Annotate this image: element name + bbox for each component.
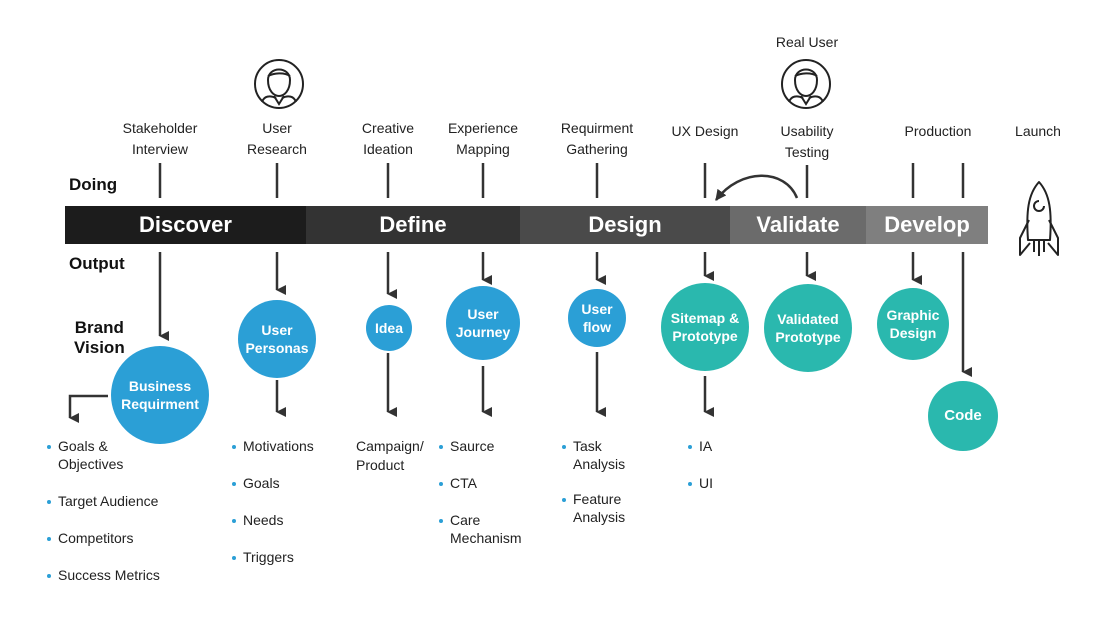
- user-avatar-icon: [254, 59, 304, 109]
- list-item: Goals: [232, 474, 314, 492]
- list-item: UI: [688, 474, 713, 492]
- real-user-label: Real User: [775, 34, 839, 50]
- stakeholder-interview-label: Stakeholder Interview: [122, 120, 198, 157]
- list-item: CTA: [439, 474, 522, 492]
- output-business-requirement-label: Business Requirment: [121, 378, 199, 412]
- production-label: Production: [904, 123, 972, 139]
- creative-ideation-label: Creative Ideation: [361, 120, 415, 157]
- list-item: Needs: [232, 511, 314, 529]
- list-item: Goals & Objectives: [47, 437, 160, 473]
- list-sitemap: IA UI: [688, 437, 713, 511]
- phase-validate-label: Validate: [756, 212, 840, 237]
- list-idea: Campaign/ Product: [356, 438, 424, 473]
- list-item: Feature Analysis: [562, 490, 625, 526]
- phase-develop: Develop: [866, 206, 988, 244]
- output-code-label: Code: [944, 407, 982, 424]
- list-personas: Motivations Goals Needs Triggers: [232, 437, 314, 585]
- list-item: Triggers: [232, 548, 314, 566]
- output-user-flow: User flow: [568, 289, 626, 347]
- output-user-journey: User Journey: [446, 286, 520, 360]
- experience-mapping-label: Experience Mapping: [447, 120, 519, 157]
- output-sitemap-prototype-label: Sitemap & Prototype: [670, 310, 740, 344]
- phase-validate: Validate: [730, 206, 866, 244]
- list-item: Competitors: [47, 529, 160, 547]
- output-label: Output: [69, 254, 125, 273]
- brand-vision-label: Brand Vision: [74, 318, 125, 357]
- user-avatar-icon: [781, 59, 831, 109]
- output-graphic-design: Graphic Design: [877, 288, 949, 360]
- doing-label: Doing: [69, 175, 118, 194]
- list-item: Motivations: [232, 437, 314, 455]
- list-item: Care Mechanism: [439, 511, 522, 547]
- output-sitemap-prototype: Sitemap & Prototype: [661, 283, 749, 371]
- user-research-label: User Research: [247, 120, 307, 157]
- output-user-flow-label: User flow: [581, 301, 613, 335]
- list-item: Target Audience: [47, 492, 160, 510]
- phase-define-label: Define: [379, 212, 447, 237]
- list-item: IA: [688, 437, 713, 455]
- list-journey: Saurce CTA Care Mechanism: [439, 437, 522, 566]
- list-item: Success Metrics: [47, 566, 160, 584]
- usability-testing-label: Usability Testing: [780, 123, 834, 160]
- output-user-personas: User Personas: [238, 300, 316, 378]
- rocket-icon: [1019, 181, 1059, 256]
- phase-define: Define: [306, 206, 520, 244]
- list-item: Saurce: [439, 437, 522, 455]
- output-code: Code: [928, 381, 998, 451]
- list-item: Task Analysis: [562, 437, 625, 473]
- output-graphic-design-label: Graphic Design: [886, 307, 940, 341]
- phase-discover-label: Discover: [139, 212, 232, 237]
- requirement-gathering-label: Requirment Gathering: [560, 120, 634, 157]
- phase-develop-label: Develop: [884, 212, 970, 237]
- phase-design-label: Design: [588, 212, 662, 237]
- phase-discover: Discover: [65, 206, 306, 244]
- output-validated-prototype: Validated Prototype: [764, 284, 852, 372]
- output-idea: Idea: [366, 305, 412, 351]
- output-user-personas-label: User Personas: [245, 322, 309, 356]
- ux-design-label: UX Design: [671, 123, 739, 139]
- output-user-journey-label: User Journey: [455, 306, 511, 340]
- output-idea-label: Idea: [374, 320, 403, 336]
- output-business-requirement: Business Requirment: [111, 346, 209, 444]
- phase-design: Design: [520, 206, 730, 244]
- launch-label: Launch: [1015, 123, 1061, 139]
- list-business: Goals & Objectives Target Audience Compe…: [47, 437, 160, 603]
- output-validated-prototype-label: Validated Prototype: [775, 311, 841, 345]
- list-flow: Task Analysis Feature Analysis: [562, 437, 625, 545]
